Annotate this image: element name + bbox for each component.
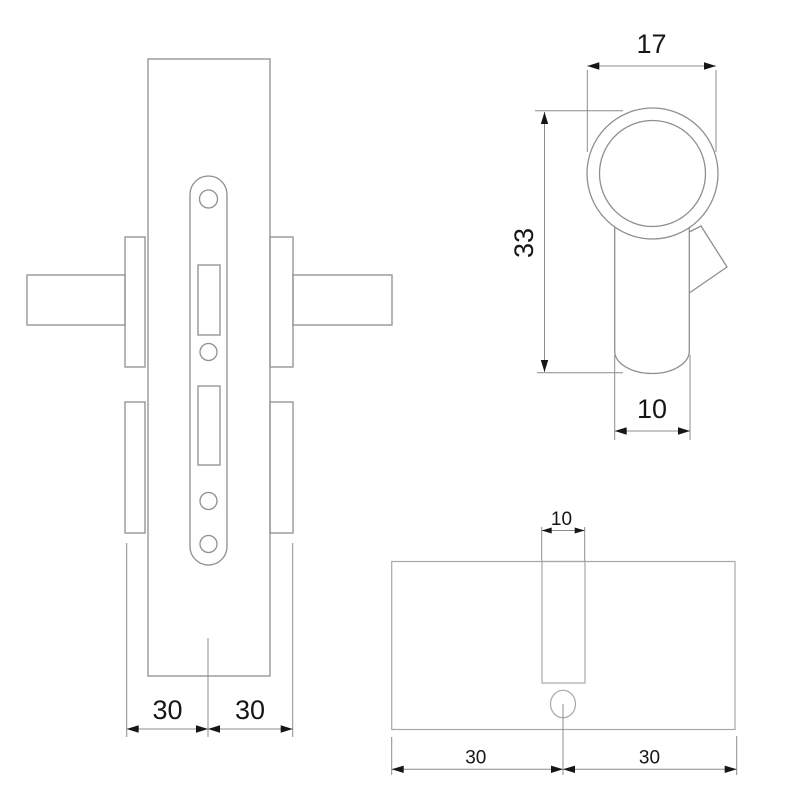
dim-label-cam-width: 10 [551, 509, 572, 530]
arrowhead-left [126, 725, 139, 733]
arrowhead-right [724, 765, 737, 773]
arrowhead-right [196, 725, 208, 733]
dim-label-lock-right-half: 30 [235, 695, 265, 725]
dim-label-side-left-half: 30 [465, 748, 486, 769]
arrowhead-left [541, 527, 552, 534]
dim-label-side-right-half: 30 [639, 748, 660, 769]
arrowhead-down [540, 360, 549, 372]
mortise-lock-front-view: 30 30 [26, 58, 393, 737]
mounting-block-upper-right [269, 236, 294, 368]
lock-faceplate [189, 175, 228, 566]
faceplate-hole-middle [199, 342, 218, 362]
deadbolt-cutout [197, 385, 221, 466]
cylinder-body [614, 227, 690, 375]
spindle-bar-left [26, 274, 126, 326]
faceplate-screw-hole-bottom [199, 534, 218, 554]
faceplate-hole-lower [199, 491, 218, 511]
cylinder-cam [688, 225, 728, 294]
lock-body [147, 58, 271, 677]
arrowhead-right [704, 62, 716, 70]
arrowhead-right [280, 725, 293, 733]
latch-cutout [197, 264, 221, 336]
mounting-block-lower-left [124, 401, 146, 534]
arrowhead-left [587, 62, 600, 70]
arrowhead-right [574, 527, 585, 534]
dim-label-plug-width: 10 [637, 394, 667, 424]
arrowhead-up [540, 112, 549, 124]
faceplate-screw-hole-top [198, 189, 219, 209]
cylinder-profile-view: 17 33 10 [509, 29, 728, 440]
dim-label-lock-left-half: 30 [152, 695, 182, 725]
cam-slot [541, 560, 586, 684]
arrowhead-left [563, 765, 575, 773]
arrowhead-left [614, 427, 627, 435]
arrowhead-left [208, 725, 220, 733]
cylinder-outer-ring [586, 107, 719, 240]
arrowhead-right [678, 427, 690, 435]
arrowhead-left [391, 765, 404, 773]
mounting-block-upper-left [124, 236, 146, 368]
cylinder-side-view: 10 30 30 [391, 509, 738, 775]
cylinder-plug [598, 119, 707, 228]
spindle-bar-right [292, 274, 393, 326]
dim-label-cylinder-height: 33 [509, 228, 539, 258]
dim-label-cylinder-width: 17 [636, 29, 666, 59]
arrowhead-right [551, 765, 563, 773]
mounting-block-lower-right [269, 401, 294, 534]
